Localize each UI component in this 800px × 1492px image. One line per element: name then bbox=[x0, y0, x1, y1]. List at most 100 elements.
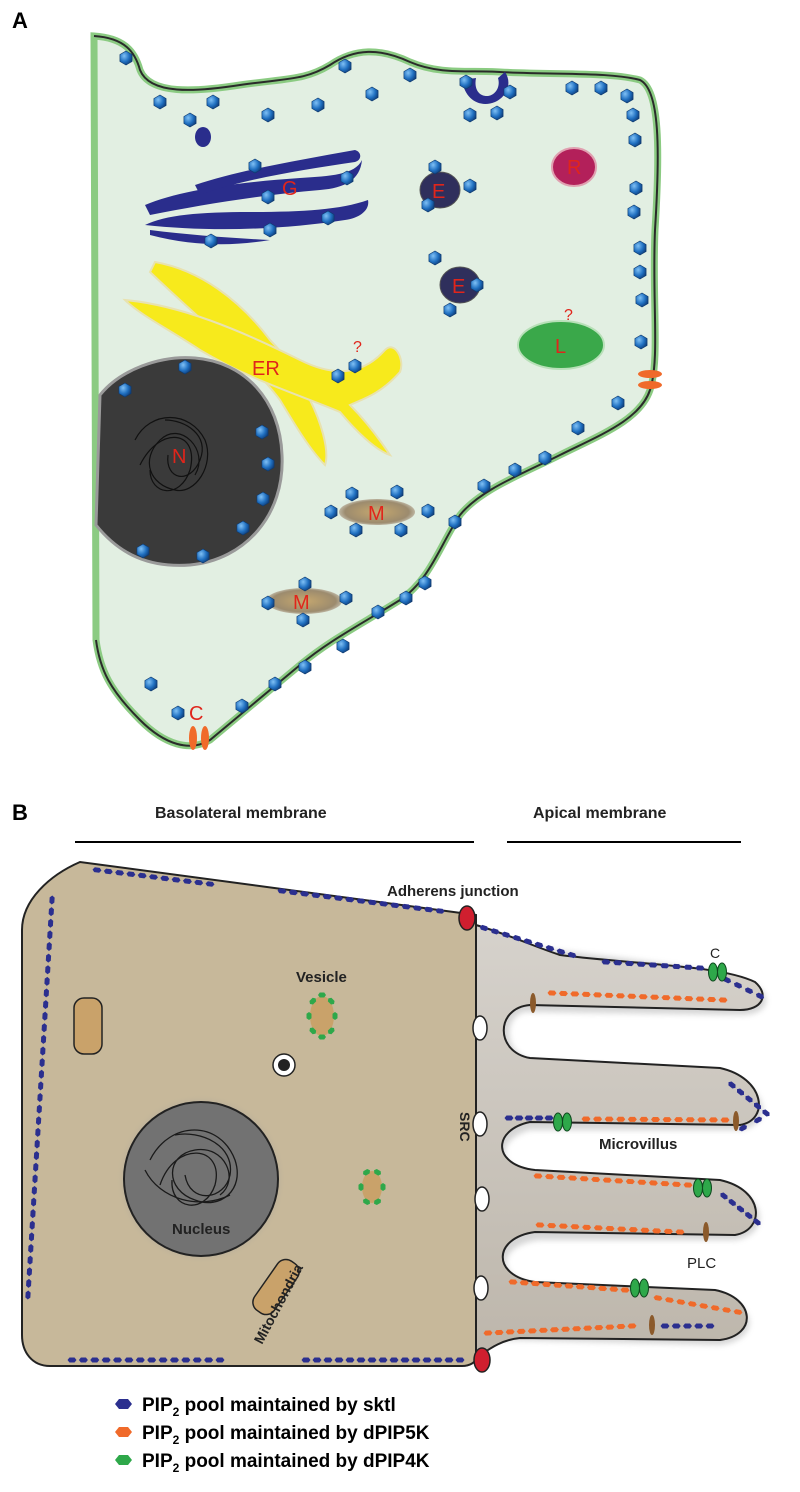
pip2-sktl-marker bbox=[444, 1357, 454, 1363]
pip2-dpip5k-marker bbox=[664, 1297, 674, 1303]
legend-sub: 2 bbox=[173, 1461, 180, 1475]
pip2-sktl-marker bbox=[728, 1198, 736, 1207]
pip2-sktl-marker bbox=[205, 881, 215, 887]
pip2-hexagon bbox=[628, 132, 642, 148]
pip2-hexagon bbox=[611, 395, 625, 411]
pip2-dpip5k-marker bbox=[547, 1222, 557, 1229]
pip2-hexagon bbox=[261, 595, 275, 611]
pip2-sktl-marker bbox=[422, 1357, 432, 1363]
pip2-sktl-marker bbox=[300, 891, 310, 897]
pip2-dpip5k-marker bbox=[650, 994, 660, 1000]
pip2-sktl-marker bbox=[41, 1023, 47, 1033]
pip2-sktl-marker bbox=[42, 1000, 49, 1010]
pip2-hexagon bbox=[136, 543, 150, 559]
pip2-hexagon bbox=[418, 575, 432, 591]
pip2-hexagon bbox=[255, 424, 269, 440]
pip2-dpip5k-marker bbox=[628, 1227, 638, 1233]
pip2-dpip5k-marker bbox=[697, 1117, 707, 1123]
pip2-hexagon bbox=[635, 292, 649, 308]
pip2-sktl-marker bbox=[490, 928, 500, 935]
pip2-hexagon bbox=[349, 522, 363, 538]
pip2-hexagon bbox=[248, 158, 262, 174]
pip2-hexagon bbox=[421, 197, 435, 213]
pip2-dpip5k-marker bbox=[604, 992, 614, 998]
pip2-dpip5k-marker bbox=[637, 1179, 647, 1185]
pip2-dpip5k-marker bbox=[687, 1301, 697, 1307]
endosome-2-label: E bbox=[452, 276, 465, 298]
pip2-dpip5k-marker bbox=[527, 1328, 537, 1334]
pip2-hexagon bbox=[629, 180, 643, 196]
pip2-hexagon bbox=[206, 94, 220, 110]
legend-sub: 2 bbox=[173, 1405, 180, 1419]
pip2-dpip5k-marker bbox=[545, 1174, 555, 1180]
pip2-sktl-marker bbox=[29, 1220, 35, 1230]
pip2-sktl-marker bbox=[36, 1104, 42, 1114]
pip2-dpip5k-marker bbox=[733, 1309, 743, 1315]
pip2-sktl-marker bbox=[514, 1115, 524, 1121]
pip2-sktl-marker bbox=[311, 892, 321, 899]
plc-label: PLC bbox=[687, 1255, 716, 1272]
pip2-dpip5k-marker bbox=[556, 1174, 566, 1181]
pip2-sktl-marker bbox=[26, 1278, 32, 1288]
pip2-hexagon bbox=[268, 676, 282, 692]
pip2-sktl-marker bbox=[192, 1357, 202, 1363]
pip2-dpip5k-marker bbox=[625, 1178, 635, 1185]
pip2-sktl-marker bbox=[401, 903, 411, 910]
legend-text: pool maintained by sktl bbox=[179, 1395, 395, 1416]
pip2-sktl-marker bbox=[312, 1357, 322, 1363]
pip2-dpip5k-marker bbox=[661, 995, 671, 1001]
pip2-hexagon bbox=[261, 107, 275, 123]
legend-item-sktl: PIP2 pool maintained by sktl bbox=[115, 1395, 396, 1419]
pip2-sktl-marker bbox=[424, 906, 434, 913]
pip2-sktl-marker bbox=[44, 976, 50, 986]
pip2-dpip4k-marker bbox=[380, 1183, 386, 1191]
pip2-dpip5k-marker bbox=[617, 1226, 627, 1232]
pip2-sktl-marker bbox=[501, 931, 511, 938]
pip2-sktl-marker bbox=[745, 1095, 753, 1103]
pip2-hexagon bbox=[178, 359, 192, 375]
pip2-dpip5k-marker bbox=[605, 1324, 615, 1330]
nucleus-b: Nucleus bbox=[116, 1094, 286, 1264]
trp-channel-bottom: C bbox=[189, 703, 209, 750]
dpip4k-channel bbox=[562, 1112, 572, 1132]
pip2-hexagon bbox=[153, 94, 167, 110]
pip2-dpip5k-marker bbox=[561, 1326, 571, 1332]
lysosome-label: L bbox=[555, 336, 566, 358]
pip2-sktl-marker bbox=[636, 961, 646, 967]
dpip4k-channel bbox=[717, 962, 727, 982]
pip2-dpip5k-marker bbox=[720, 1117, 730, 1123]
pip2-hexagon bbox=[345, 486, 359, 502]
pip2-sktl-marker bbox=[433, 1357, 443, 1363]
rhabdomere-label: R bbox=[567, 157, 581, 179]
pip2-dpip4k-marker bbox=[374, 1198, 381, 1206]
pip2-sktl-marker bbox=[47, 930, 53, 940]
pip2-markers-b bbox=[25, 867, 770, 1363]
pip2-dpip4k-marker bbox=[309, 997, 317, 1005]
pip2-hexagon bbox=[171, 705, 185, 721]
pip2-sktl-marker bbox=[38, 1069, 45, 1079]
pip2-sktl-marker bbox=[40, 1034, 47, 1044]
pip2-dpip4k-marker bbox=[358, 1183, 364, 1191]
pip2-sktl-marker bbox=[45, 953, 52, 963]
pip2-hexagon bbox=[463, 107, 477, 123]
vesicle-label: Vesicle bbox=[296, 969, 347, 986]
pip2-sktl-marker bbox=[204, 1357, 214, 1363]
pip2-dpip5k-marker bbox=[648, 1180, 658, 1186]
pip2-sktl-marker bbox=[301, 1357, 311, 1363]
channel-label-a: C bbox=[189, 703, 203, 725]
pip2-sktl-marker bbox=[47, 918, 54, 928]
pip2-dpip4k-marker bbox=[363, 1198, 370, 1206]
pip2-hexagon bbox=[311, 97, 325, 113]
pip2-dpip4k-marker bbox=[318, 1034, 326, 1040]
pip2-dpip5k-marker bbox=[662, 1117, 672, 1123]
pip2-dpip5k-marker bbox=[538, 1327, 548, 1333]
pip2-hexagon bbox=[204, 233, 218, 249]
pip2-hexagon bbox=[627, 204, 641, 220]
pip2-sktl-marker bbox=[35, 1116, 42, 1126]
pip2-sktl-marker bbox=[115, 870, 125, 876]
pip2-dpip5k-marker bbox=[684, 995, 694, 1002]
pip2-hexagon bbox=[390, 484, 404, 500]
pip2-sktl-marker bbox=[683, 964, 693, 970]
pip2-hexagon bbox=[490, 105, 504, 121]
pip2-sktl-marker bbox=[215, 1357, 225, 1363]
